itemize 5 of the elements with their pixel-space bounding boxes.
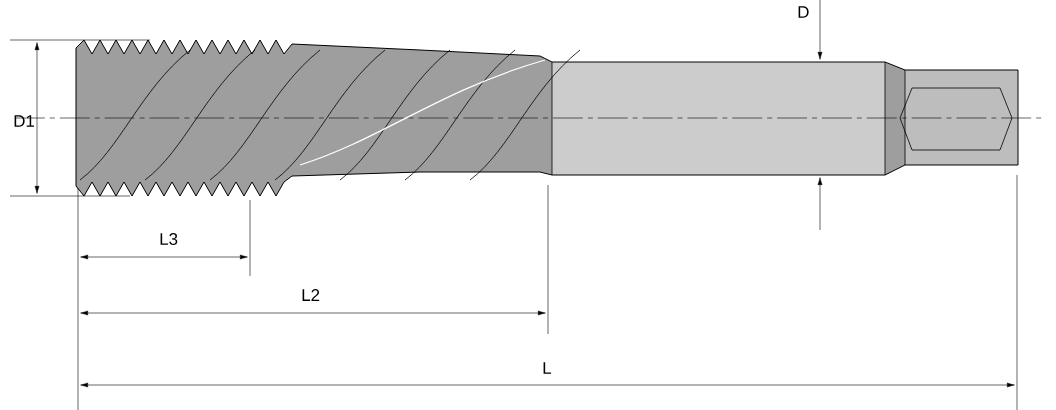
dimension-label: D1 [14, 115, 34, 127]
dimension-label: L2 [302, 289, 320, 301]
dimension-label: L3 [160, 233, 178, 245]
dimension-label: L [543, 362, 552, 374]
dimension-label: D [798, 6, 809, 18]
